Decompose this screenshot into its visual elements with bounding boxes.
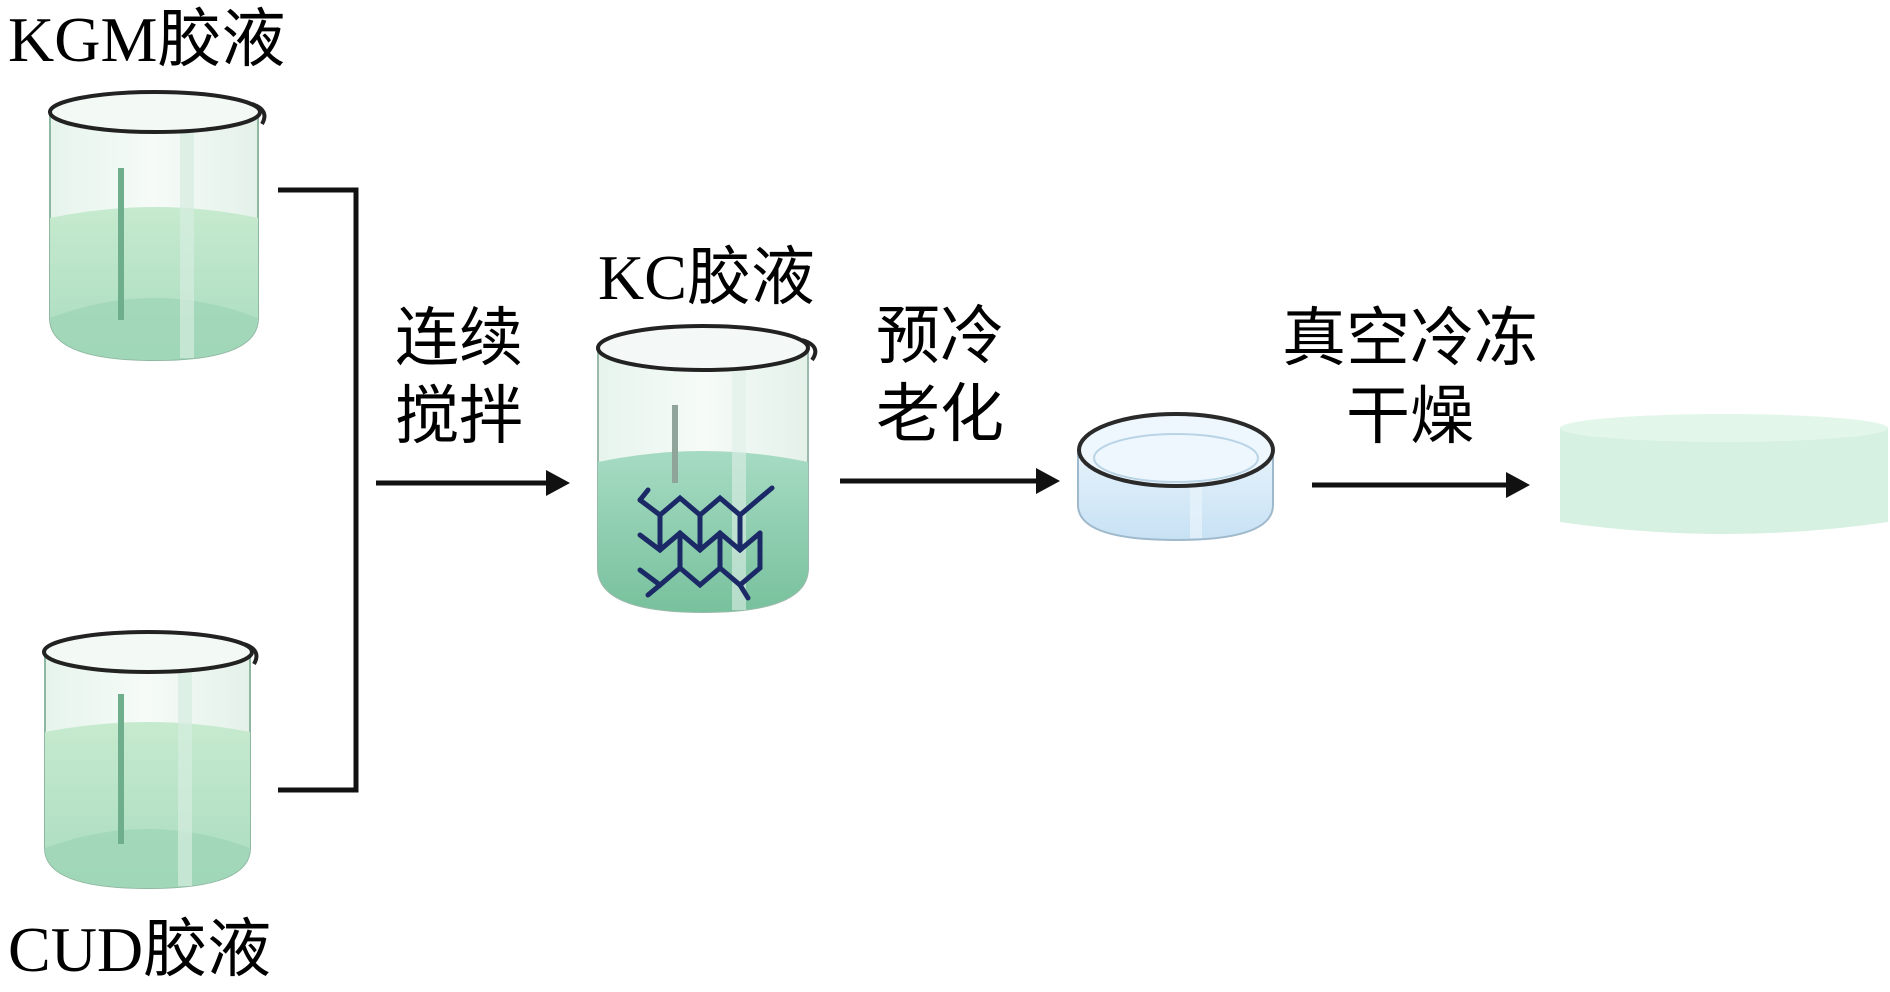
kgm-beaker-icon	[48, 90, 267, 362]
dried-film-icon	[1560, 414, 1888, 534]
merge-bracket	[278, 187, 359, 793]
kc-beaker-icon	[596, 324, 818, 614]
arrow-stir-icon	[376, 470, 570, 496]
step-freeze-dry-label: 真空冷冻 干燥	[1280, 300, 1540, 456]
step-precool-label: 预冷 老化	[876, 298, 1004, 454]
arrow-freeze-dry-icon	[1312, 472, 1530, 498]
arrow-precool-icon	[840, 468, 1060, 494]
kgm-gel-label: KGM胶液	[8, 4, 286, 75]
cud-gel-label: CUD胶液	[8, 914, 272, 985]
step-stir-line2: 搅拌	[395, 380, 523, 455]
step-stir-line1: 连续	[395, 302, 523, 376]
step-precool-line1: 预冷	[876, 300, 1004, 374]
cud-beaker-icon	[42, 630, 259, 890]
kc-gel-label: KC胶液	[598, 242, 815, 313]
step-precool-line2: 老化	[876, 378, 1004, 453]
step-stir-label: 连续 搅拌	[395, 300, 523, 456]
step-freeze-dry-line2: 干燥	[1346, 380, 1474, 455]
step-freeze-dry-line1: 真空冷冻	[1282, 302, 1538, 376]
petri-dish-icon	[1077, 412, 1275, 542]
polymer-network-icon	[637, 485, 775, 601]
